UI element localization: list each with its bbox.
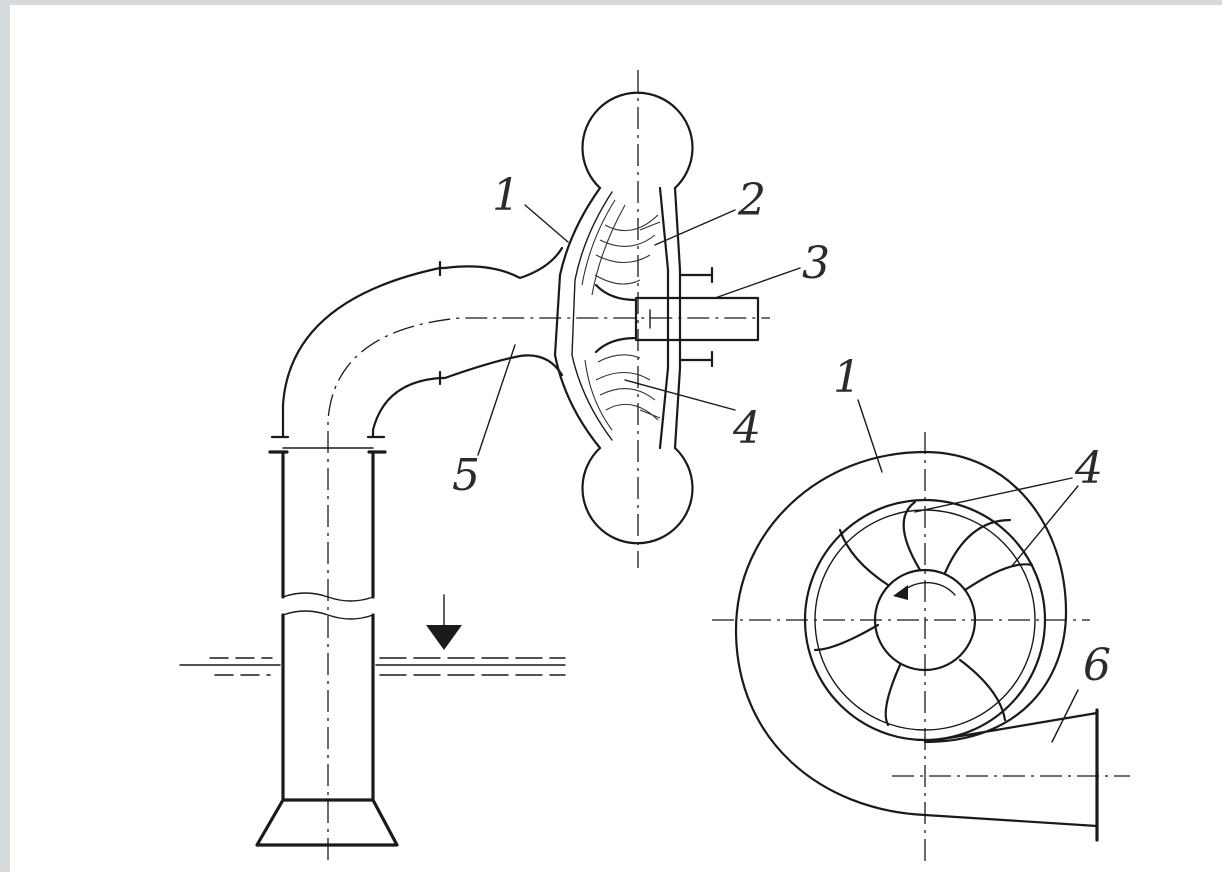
figure-sheet (10, 5, 1222, 872)
label-discharge: 6 (1083, 640, 1111, 691)
water-level (179, 594, 566, 676)
label-blades-side: 4 (732, 403, 761, 454)
suction-pipe (255, 246, 564, 847)
label-blades-front: 4 (1074, 443, 1103, 494)
pump-side-view (553, 70, 760, 568)
pump-front-view (712, 432, 1130, 862)
label-suction-pipe: 5 (452, 450, 480, 501)
label-casing-front: 1 (833, 352, 861, 403)
side-view-leaders (477, 204, 801, 456)
label-impeller: 2 (737, 175, 766, 226)
pipe-centerline (327, 317, 770, 860)
label-casing-side: 1 (492, 170, 520, 221)
front-view-leaders (857, 399, 1079, 743)
label-shaft: 3 (802, 238, 830, 289)
